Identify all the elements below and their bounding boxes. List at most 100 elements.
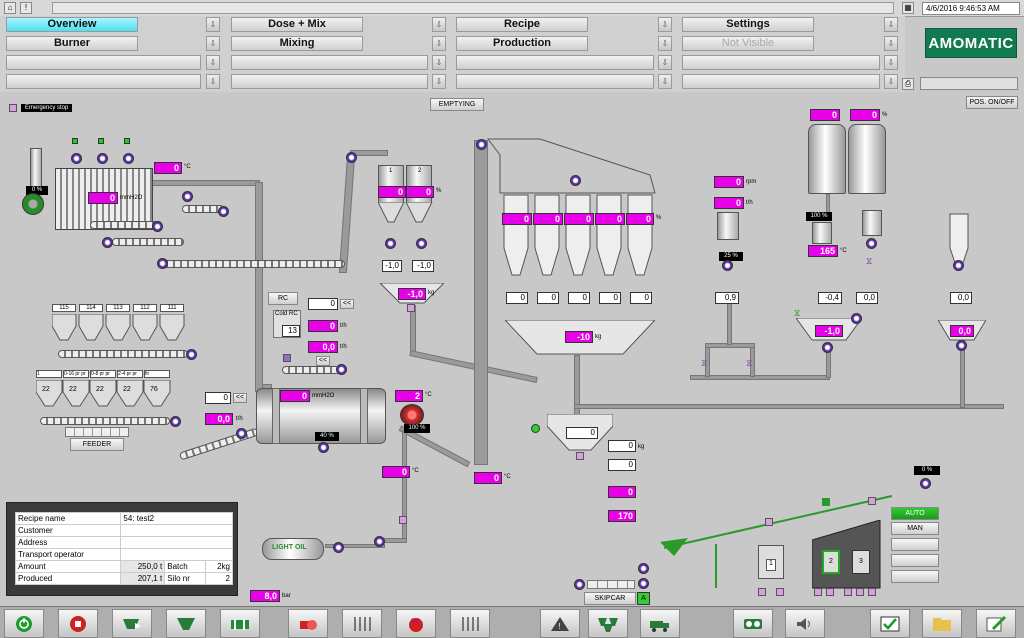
motor[interactable] (822, 342, 833, 353)
warning-icon[interactable]: ! (540, 609, 580, 638)
stepper-button[interactable]: << (316, 356, 330, 366)
tab-dose-mix[interactable]: Dose + Mix (231, 17, 363, 32)
motor[interactable] (956, 340, 967, 351)
menu-dropdown[interactable]: ⇩ (658, 36, 672, 51)
tab-empty[interactable] (456, 55, 654, 70)
storage-silo-3[interactable]: 3 (852, 550, 870, 574)
storage-silo-2[interactable]: 2 (822, 550, 840, 574)
oil-pump-motor[interactable] (333, 542, 344, 553)
oil-pump-motor[interactable] (374, 536, 385, 547)
silo-gate[interactable] (776, 588, 784, 596)
motor[interactable] (416, 238, 427, 249)
volume-icon[interactable] (785, 609, 825, 638)
tab-empty[interactable] (6, 55, 201, 70)
tab-empty[interactable] (231, 55, 428, 70)
valve[interactable] (399, 516, 407, 524)
filter-motor-2[interactable] (97, 153, 108, 164)
burner-icon[interactable] (288, 609, 328, 638)
disabled-button[interactable] (891, 538, 939, 551)
truck-icon[interactable] (640, 609, 680, 638)
fan-icon[interactable] (22, 193, 44, 215)
edit-icon[interactable] (976, 609, 1016, 638)
menu-dropdown[interactable]: ⇩ (432, 55, 446, 70)
stop-icon[interactable] (58, 609, 98, 638)
silo-gate[interactable] (814, 588, 822, 596)
tab-empty[interactable] (682, 74, 880, 89)
motor[interactable] (102, 237, 113, 248)
tab-empty[interactable] (6, 74, 201, 89)
elevator-motor[interactable] (476, 139, 487, 150)
motor[interactable] (851, 313, 862, 324)
silo-gate[interactable] (826, 588, 834, 596)
calendar-icon[interactable]: ▦ (902, 2, 914, 14)
cone-icon[interactable] (166, 609, 206, 638)
menu-dropdown[interactable]: ⇩ (206, 17, 220, 32)
man-button[interactable]: MAN (891, 522, 939, 535)
power-icon[interactable] (4, 609, 44, 638)
screen-motor[interactable] (570, 175, 581, 186)
pos-onoff-button[interactable]: POS. ON/OFF (966, 96, 1018, 109)
tab-overview[interactable]: Overview (6, 17, 138, 32)
menu-dropdown[interactable]: ⇩ (658, 17, 672, 32)
motor[interactable] (170, 416, 181, 427)
motor[interactable] (920, 478, 931, 489)
stepper-button[interactable]: << (233, 393, 247, 403)
tab-empty[interactable] (456, 74, 654, 89)
folder-icon[interactable] (922, 609, 962, 638)
menu-dropdown[interactable]: ⇩ (884, 74, 898, 89)
motor[interactable] (722, 260, 733, 271)
motor[interactable] (152, 221, 163, 232)
menu-dropdown[interactable]: ⇩ (884, 36, 898, 51)
drum-motor[interactable] (318, 442, 329, 453)
motor[interactable] (182, 191, 193, 202)
valve[interactable] (283, 354, 291, 362)
silo-gate[interactable] (868, 588, 876, 596)
filter-icon[interactable] (342, 609, 382, 638)
motor[interactable] (157, 258, 168, 269)
tab-burner[interactable]: Burner (6, 36, 138, 51)
silo-gate[interactable] (758, 588, 766, 596)
menu-dropdown[interactable]: ⇩ (432, 74, 446, 89)
silo-gate[interactable] (844, 588, 852, 596)
valve[interactable] (407, 304, 415, 312)
tab-recipe[interactable]: Recipe (456, 17, 588, 32)
tab-mixing[interactable]: Mixing (231, 36, 363, 51)
stepper-button[interactable]: << (340, 299, 354, 309)
valve-icon[interactable]: ⧖ (746, 358, 753, 368)
bins-icon[interactable] (588, 609, 628, 638)
menu-dropdown[interactable]: ⇩ (884, 55, 898, 70)
menu-dropdown[interactable]: ⇩ (206, 55, 220, 70)
print-icon[interactable]: ⎙ (902, 78, 914, 90)
rc-icon[interactable]: RC (396, 609, 436, 638)
menu-dropdown[interactable]: ⇩ (432, 17, 446, 32)
skipcar-button[interactable]: SKIPCAR (584, 592, 636, 605)
tab-not-visible[interactable]: Not Visible (682, 36, 814, 51)
motor[interactable] (186, 349, 197, 360)
filter-motor-3[interactable] (123, 153, 134, 164)
menu-dropdown[interactable]: ⇩ (206, 36, 220, 51)
menu-dropdown[interactable]: ⇩ (658, 74, 672, 89)
valve-icon[interactable]: ⧖ (866, 256, 873, 266)
menu-dropdown[interactable]: ⇩ (884, 17, 898, 32)
disabled-button[interactable] (891, 570, 939, 583)
feeder-selector[interactable] (65, 427, 129, 437)
motor[interactable] (638, 578, 649, 589)
motor[interactable] (866, 238, 877, 249)
motor[interactable] (336, 364, 347, 375)
tab-settings[interactable]: Settings (682, 17, 814, 32)
tape-icon[interactable] (733, 609, 773, 638)
filter-motor-1[interactable] (71, 153, 82, 164)
motor[interactable] (385, 238, 396, 249)
motor[interactable] (236, 428, 247, 439)
disabled-button[interactable] (891, 554, 939, 567)
tab-production[interactable]: Production (456, 36, 588, 51)
motor[interactable] (953, 260, 964, 271)
motor[interactable] (638, 563, 649, 574)
valve-icon[interactable]: ⧖ (794, 308, 801, 318)
menu-dropdown[interactable]: ⇩ (206, 74, 220, 89)
rc-button[interactable]: RC (268, 292, 298, 305)
tab-empty[interactable] (231, 74, 428, 89)
tab-empty[interactable] (682, 55, 880, 70)
emptying-button[interactable]: EMPTYING (430, 98, 484, 111)
skipcar-auto-indicator[interactable]: A (637, 592, 650, 605)
